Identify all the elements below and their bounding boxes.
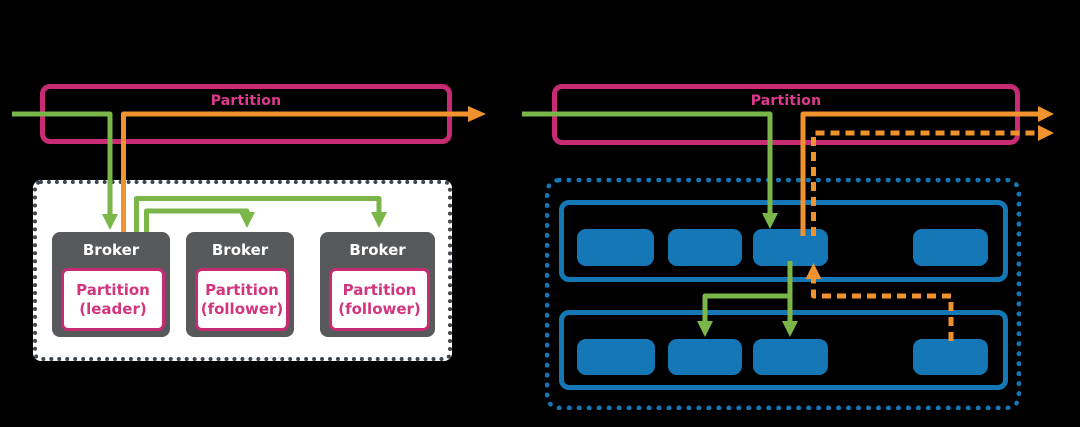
partition-follower2-line1: Partition: [342, 280, 417, 299]
broker-box-3: Broker Partition (follower): [320, 232, 435, 337]
orange-dashed-outbound-arrowhead-right: [1038, 125, 1054, 141]
partition-follower1-line1: Partition: [205, 280, 279, 299]
partition-box-left: Partition: [40, 84, 452, 144]
segment-row1-4: [913, 229, 988, 266]
broker-label-2: Broker: [211, 241, 269, 259]
partition-label-right: Partition: [750, 93, 822, 109]
partition-follower-box-2: Partition (follower): [329, 268, 430, 331]
partition-box-right: Partition: [552, 84, 1020, 145]
segment-cluster-box: [545, 178, 1021, 410]
segment-row2-1: [577, 339, 655, 375]
partition-leader-line1: Partition: [76, 280, 150, 299]
broker-label-3: Broker: [349, 241, 406, 259]
orange-outbound-arrowhead-right: [1038, 106, 1054, 122]
segment-row2-2: [668, 339, 742, 375]
broker-box-1: Broker Partition (leader): [52, 232, 170, 337]
partition-follower-box-1: Partition (follower): [195, 268, 289, 331]
segment-row-1: [559, 200, 1008, 282]
segment-row1-3: [753, 229, 828, 266]
segment-row2-3: [753, 339, 828, 375]
partition-follower2-line2: (follower): [338, 299, 421, 318]
partition-leader-line2: (leader): [79, 299, 147, 318]
broker-box-2: Broker Partition (follower): [186, 232, 294, 337]
partition-leader-box: Partition (leader): [61, 268, 165, 331]
partition-label-left: Partition: [210, 93, 282, 109]
partition-follower1-line2: (follower): [200, 299, 284, 318]
segment-row2-4: [913, 339, 988, 375]
broker-label-1: Broker: [82, 241, 140, 259]
segment-row1-2: [668, 229, 742, 266]
orange-outbound-arrowhead-left: [468, 106, 486, 122]
segment-row1-1: [577, 229, 654, 266]
